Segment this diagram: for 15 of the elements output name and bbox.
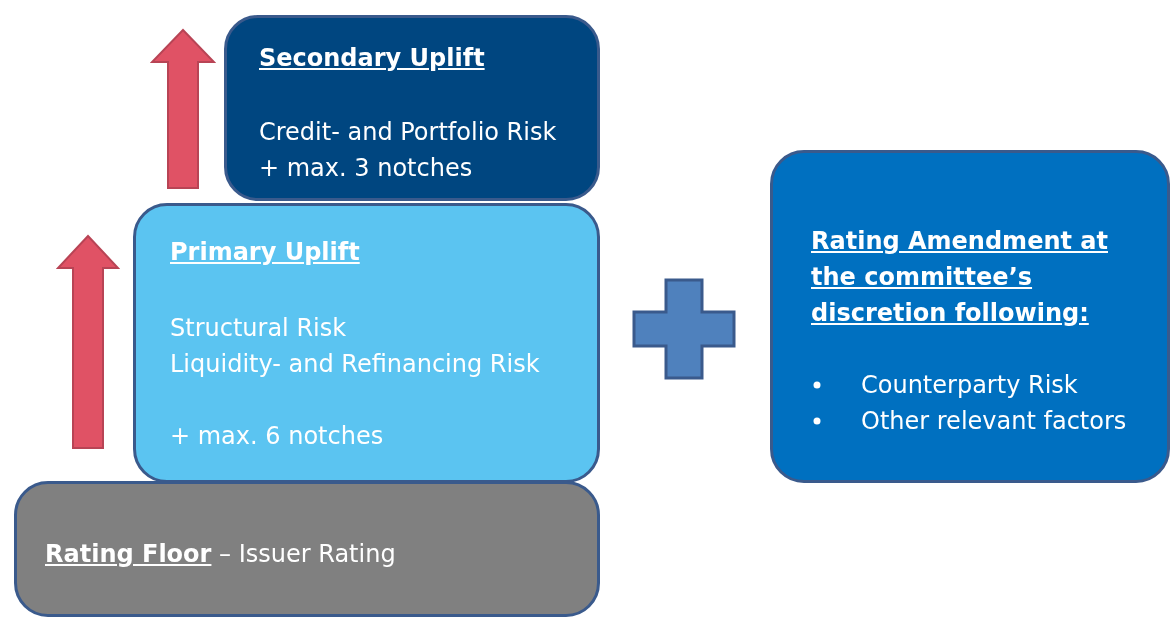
box-heading: Rating Amendment at the committee’s discretion following: [811, 226, 1109, 329]
box-text: Credit- and Portfolio Risk [259, 117, 557, 148]
bullet-item: Counterparty Risk [811, 367, 1078, 403]
box-text: Rating Floor – Issuer Rating [45, 539, 396, 570]
rounded-box [224, 15, 600, 201]
box-text: + max. 3 notches [259, 153, 473, 184]
rounded-box [133, 203, 600, 483]
box-text: Structural Risk [170, 313, 347, 344]
box-heading: Secondary Uplift [259, 43, 486, 74]
box-text: Liquidity- and Refinancing Risk [170, 349, 540, 380]
box-heading: Primary Uplift [170, 237, 361, 268]
rounded-box [14, 481, 600, 617]
box-text: + max. 6 notches [170, 421, 384, 452]
rounded-box [770, 150, 1170, 483]
bullet-item: Other relevant factors [811, 403, 1127, 439]
